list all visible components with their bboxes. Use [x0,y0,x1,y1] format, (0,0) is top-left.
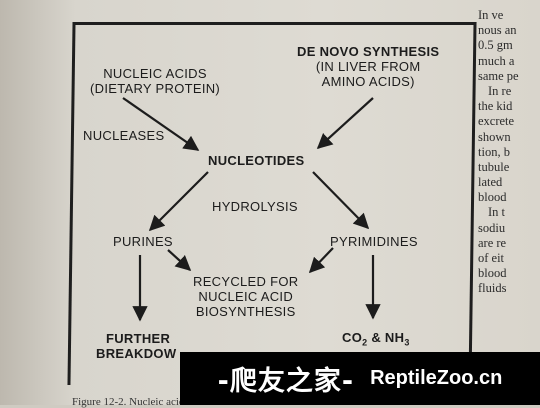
arrow-nucleotides-to-pyrimidines [312,171,370,230]
text-line: tion, b [478,144,510,159]
formula-part: & NH [367,330,405,345]
arrow-nucleic-acids-to-nucleotides [122,97,200,151]
node-pyrimidines: PYRIMIDINES [330,234,418,249]
text-line: are re [478,235,507,250]
text-line: blood [478,266,507,281]
node-line: (IN LIVER FROM [315,59,421,74]
watermark-url: ReptileZoo.cn [370,367,503,389]
text-line: lated [478,175,503,190]
node-line: AMINO ACIDS) [321,74,415,89]
node-line: BREAKDOW [96,346,177,361]
node-line: FURTHER [106,331,171,346]
text-line: tubule [478,159,510,174]
label-hydrolysis: HYDROLYSIS [212,199,298,214]
node-line: NUCLEIC ACIDS [103,66,207,81]
watermark-cn: -爬友之家- [217,366,355,397]
text-line: blood [478,190,507,205]
node-de-novo-synthesis: DE NOVO SYNTHESIS (IN LIVER FROM AMINO A… [297,44,439,89]
node-line: NUCLEIC ACID [198,289,294,304]
arrow-nucleotides-to-purines [148,171,209,232]
arrow-de-novo-to-nucleotides [316,97,374,150]
text-line: excrete [478,114,515,129]
text-line: In re [488,83,512,98]
text-line: In t [488,205,506,220]
node-purines: PURINES [113,234,173,249]
text-line: 0.5 gm [478,38,513,53]
text-line: sodiu [478,220,506,235]
label-nucleases: NUCLEASES [83,128,165,143]
formula-subscript: 2 [362,337,368,348]
text-line: much a [478,53,515,68]
node-nucleic-acids: NUCLEIC ACIDS (DIETARY PROTEIN) [90,66,220,96]
arrow-purines-to-recycled [167,249,192,272]
arrow-pyrimidines-to-recycled [308,247,334,274]
text-line: the kid [478,99,513,114]
watermark-banner: -爬友之家- ReptileZoo.cn [180,352,540,405]
node-recycled: RECYCLED FOR NUCLEIC ACID BIOSYNTHESIS [193,274,298,319]
text-line: of eit [478,251,505,265]
node-further-breakdown: FURTHER BREAKDOW [96,331,176,361]
text-line: same pe [478,68,519,83]
node-line: RECYCLED FOR [193,274,299,289]
text-line: In ve [478,8,504,22]
text-line: nous an [478,23,517,38]
text-line: fluids [478,281,507,296]
node-line: DE NOVO SYNTHESIS [297,44,440,59]
formula-subscript: 3 [404,337,410,348]
text-line: shown [478,129,511,144]
node-line: BIOSYNTHESIS [195,304,296,319]
formula-part: CO [342,330,363,345]
node-nucleotides: NUCLEOTIDES [208,153,305,168]
node-line: (DIETARY PROTEIN) [90,81,221,96]
adjacent-book-text: In ve nous an 0.5 gm much a same pe In r… [478,8,540,297]
node-co2-nh3: CO2 & NH3 [342,330,410,351]
